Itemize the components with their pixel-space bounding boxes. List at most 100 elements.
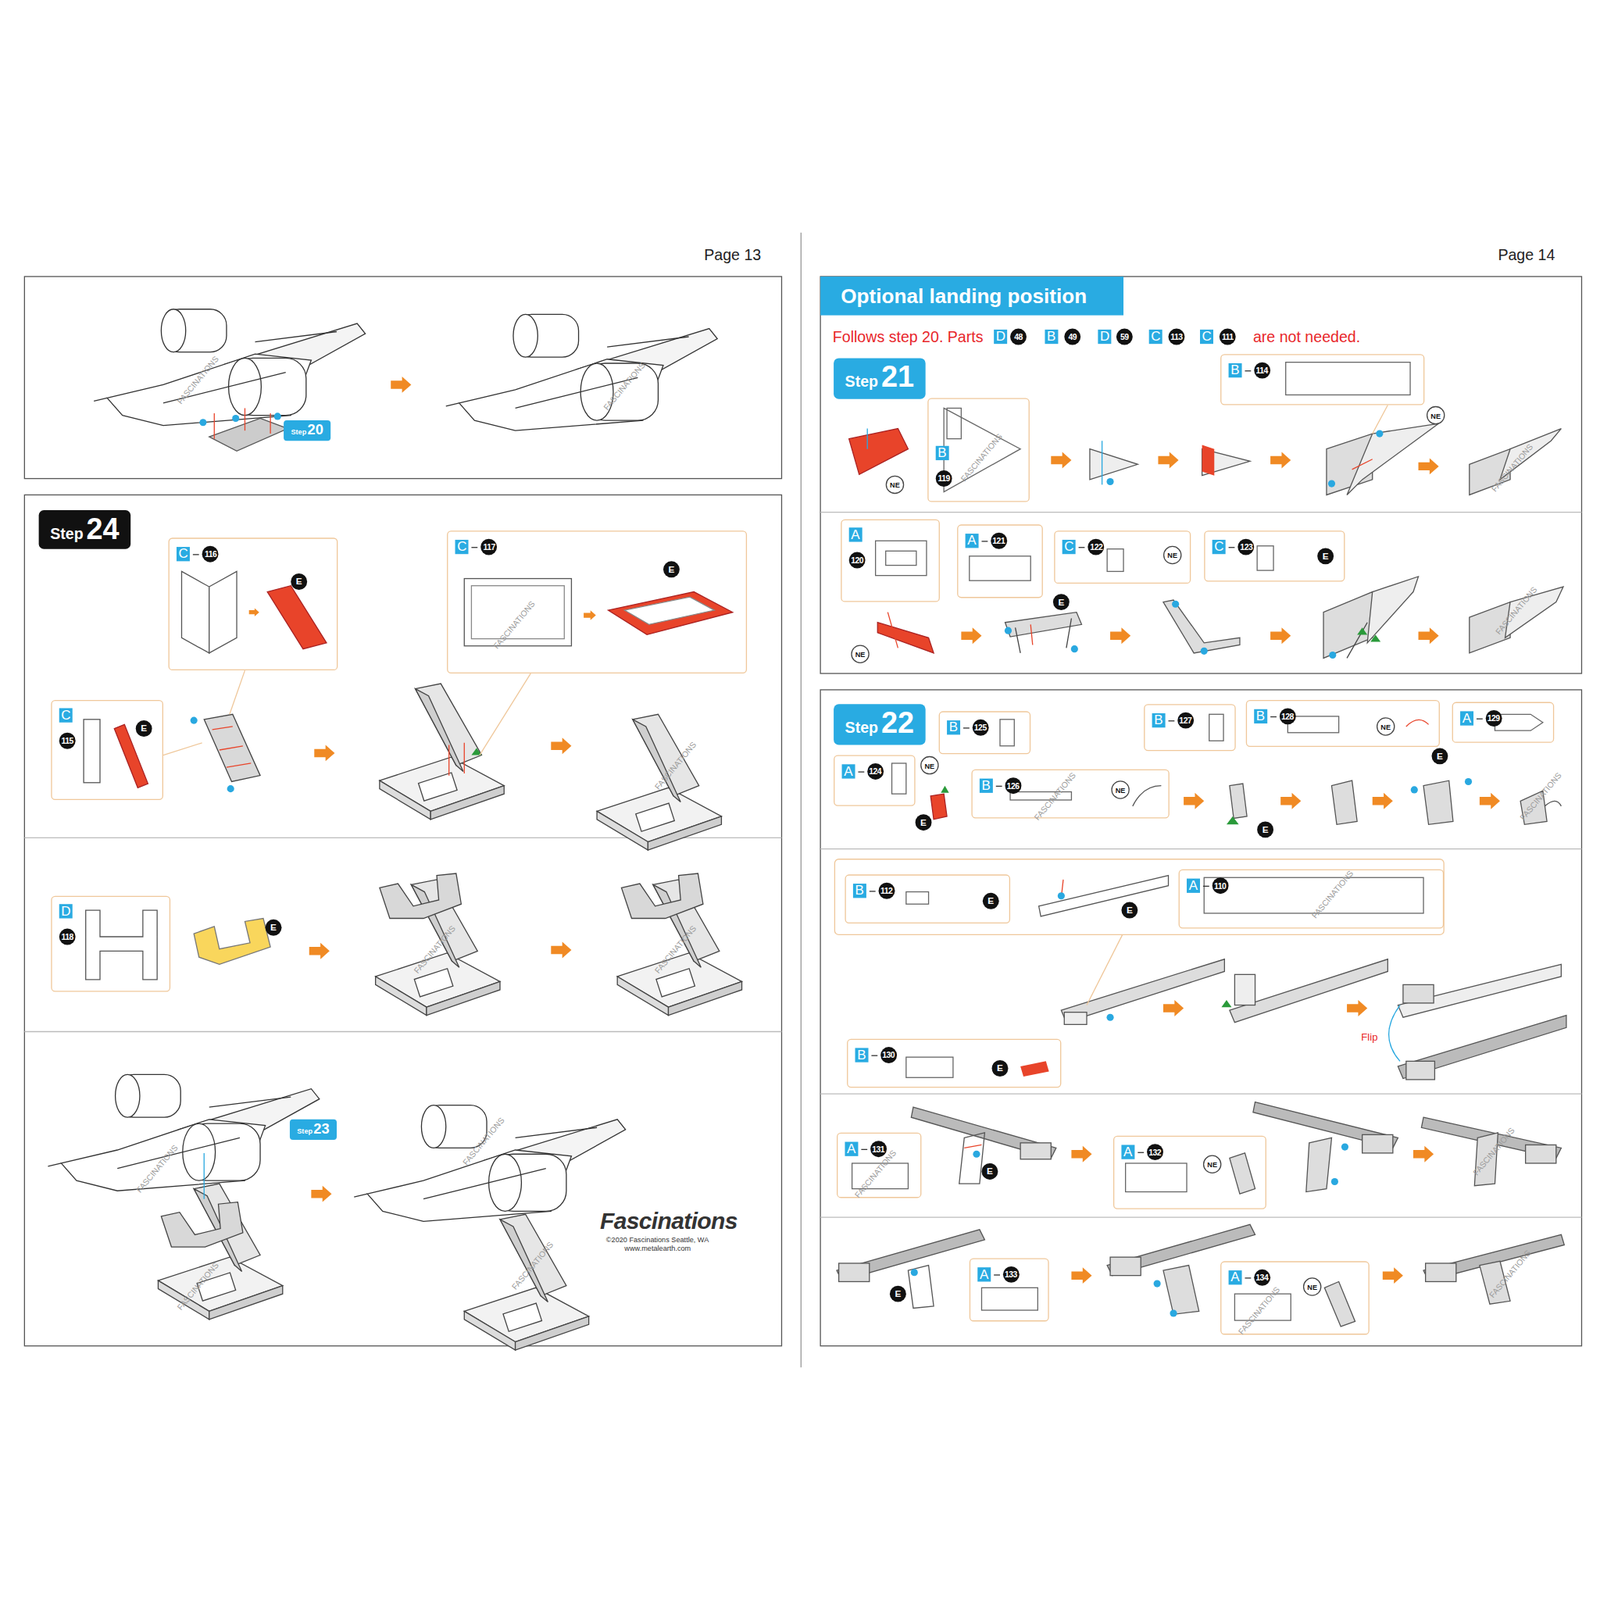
part-id: B128 <box>1253 707 1296 725</box>
part-sheet-letter: A <box>1186 878 1200 893</box>
note-text: are not needed. <box>1253 327 1361 345</box>
part-id: A 121 <box>965 532 1008 550</box>
part-number: 49 <box>1064 328 1081 346</box>
part-sheet-letter: A <box>965 533 979 548</box>
etched-marker: E <box>265 919 283 936</box>
part-number: 110 <box>1211 877 1229 894</box>
part-id: A133 <box>977 1266 1019 1283</box>
part-number: 111 <box>1219 328 1236 346</box>
dash-line <box>871 1054 878 1056</box>
part-sheet-letter: C <box>455 539 469 554</box>
part-id: B112 <box>853 882 895 900</box>
dash-line <box>1244 369 1251 371</box>
not-etched-marker: NE <box>1203 1155 1222 1175</box>
etched-marker: E <box>135 720 153 737</box>
etched-marker: E <box>981 1163 998 1180</box>
dash-line <box>1244 1277 1251 1279</box>
etched-marker: E <box>1257 821 1274 838</box>
page-number: Page 13 <box>703 246 761 264</box>
part-sheet-letter: B <box>1152 713 1166 728</box>
part-id: A132 <box>1121 1143 1163 1161</box>
part-number: 59 <box>1116 328 1133 346</box>
watermark: FASCINATIONS <box>1310 868 1356 921</box>
part-callout-box: A120 <box>840 519 940 603</box>
step-badge: Step20 <box>283 420 331 441</box>
part-sheet-letter: A <box>1228 1270 1243 1285</box>
part-sheet-letter: A <box>844 1142 858 1157</box>
part-callout-box: B127 <box>1143 703 1236 751</box>
part-id: B130 <box>855 1046 897 1064</box>
etched-marker: E <box>663 560 680 578</box>
step-badge: Step21 <box>833 357 926 399</box>
not-etched-marker: NE <box>850 644 870 664</box>
step-word: Step <box>290 428 307 436</box>
part-callout-box: B119 <box>927 397 1030 502</box>
part-sheet-letter: B <box>853 883 867 898</box>
dash-line <box>471 546 479 547</box>
part-id: A 110 <box>1186 877 1229 894</box>
part-number: 128 <box>1278 707 1296 725</box>
part-sheet-letter: A <box>842 764 856 779</box>
part-callout-box: B112E <box>844 874 1011 924</box>
part-sheet-letter: A <box>1460 710 1474 725</box>
not-etched-marker: NE <box>1426 406 1446 425</box>
part-id: B127 <box>1152 712 1194 729</box>
part-id: B114 <box>1228 362 1271 379</box>
part-number: 115 <box>59 732 76 750</box>
step-number: 21 <box>881 360 915 393</box>
part-number: 124 <box>867 763 884 780</box>
etched-marker: E <box>915 814 933 831</box>
dash-line <box>857 771 865 772</box>
part-id: A 124 <box>842 763 884 780</box>
part-callout-box: B114 <box>1220 353 1425 405</box>
dash-line <box>963 727 970 729</box>
part-number: 125 <box>971 719 989 736</box>
part-number: 123 <box>1238 539 1255 556</box>
part-callout-box: A 124 <box>833 755 915 807</box>
website-text: www.metalearth.com <box>624 1244 691 1252</box>
not-etched-marker: NE <box>1376 717 1396 736</box>
dash-line <box>995 785 1002 786</box>
part-number: 113 <box>1168 328 1186 346</box>
part-callout-box: A133 <box>969 1257 1050 1322</box>
part-sheet-letter: C <box>1149 329 1163 344</box>
dash-line <box>993 1274 1000 1275</box>
part-callout-box: C122NE <box>1053 530 1191 584</box>
part-id: A131 <box>844 1140 886 1158</box>
dash-line <box>1167 719 1175 721</box>
part-id: D118 <box>59 903 76 945</box>
part-id: C117 <box>455 539 498 556</box>
part-sheet-letter: A <box>977 1267 991 1282</box>
part-number: 121 <box>990 532 1008 550</box>
part-sheet-letter: B <box>1228 363 1243 378</box>
part-number: 126 <box>1004 777 1022 794</box>
part-number: 130 <box>880 1046 897 1064</box>
part-callout-box: A132NE <box>1113 1135 1267 1210</box>
part-id: B 125 <box>946 719 989 736</box>
page-number: Page 14 <box>1497 246 1555 264</box>
brand-logo: Fascinations <box>600 1207 738 1235</box>
etched-marker: E <box>992 1060 1009 1077</box>
part-sheet-letter: C <box>1062 539 1076 554</box>
part-sheet-letter: B <box>946 720 961 735</box>
step-number: 24 <box>86 512 120 546</box>
step-badge: Step24 <box>39 510 132 550</box>
step-word: Step <box>50 524 83 542</box>
etched-marker: E <box>1053 593 1070 611</box>
dash-line <box>981 540 988 542</box>
part-callout-box: C123E <box>1203 530 1345 582</box>
step-number: 22 <box>881 706 915 740</box>
not-etched-marker: NE <box>1303 1277 1322 1297</box>
part-number: 122 <box>1088 539 1105 556</box>
part-id: A134 <box>1228 1269 1271 1286</box>
dash-line <box>868 890 875 892</box>
not-etched-marker: NE <box>885 475 905 495</box>
part-sheet-letter: B <box>935 446 950 461</box>
etched-marker: E <box>290 573 308 590</box>
part-sheet-letter: C <box>59 707 73 722</box>
step-badge: Step22 <box>833 703 926 745</box>
step-word: Step <box>845 372 879 390</box>
part-callout-box: C116E <box>168 537 339 671</box>
